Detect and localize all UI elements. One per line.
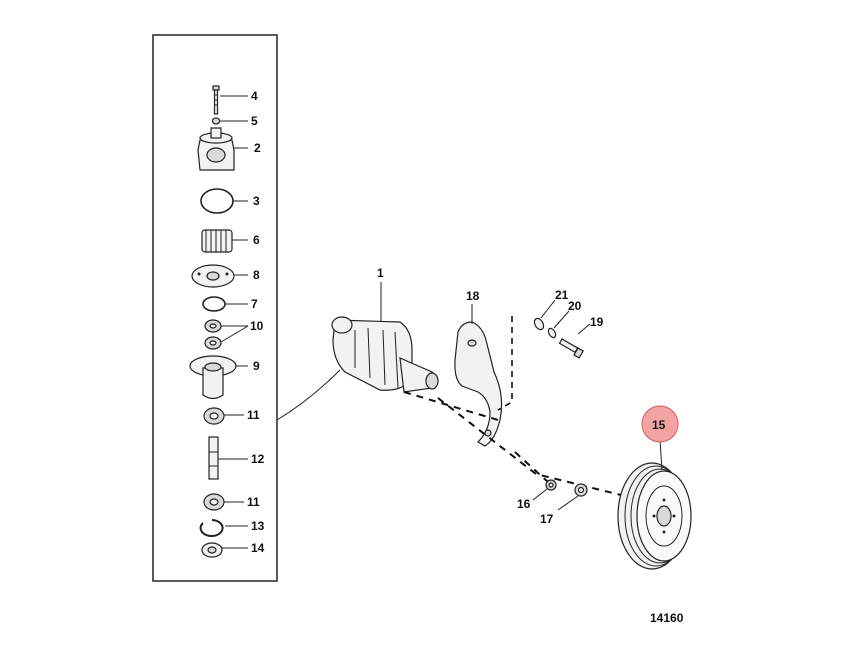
part-3-o-ring [200, 188, 234, 214]
callout-21: 21 [555, 288, 569, 302]
part-8-wear-plate [191, 264, 235, 288]
callout-9: 9 [253, 359, 260, 373]
part-11-bearing-top [203, 407, 225, 425]
part-9-housing [189, 355, 237, 400]
figure-id: 14160 [650, 611, 684, 625]
part-5-washer [211, 117, 221, 125]
inset-frame [152, 34, 278, 582]
alignment-line-lower [437, 397, 626, 497]
part-7-o-ring [202, 296, 226, 312]
callout-17: 17 [540, 512, 554, 526]
callout-15: 15 [652, 418, 666, 432]
callout-18: 18 [466, 289, 480, 303]
part-11-bearing-bottom [203, 493, 225, 511]
part-1-water-pump [331, 316, 439, 393]
callout-11-bottom: 11 [247, 495, 260, 509]
callout-3: 3 [253, 194, 260, 208]
part-20-lockwasher [547, 327, 557, 339]
callout-12: 12 [251, 452, 265, 466]
part-15-pulley [617, 462, 692, 570]
part-13-snap-ring [199, 519, 224, 537]
part-4-screw [212, 85, 220, 115]
callout-13: 13 [251, 519, 265, 533]
callout-5: 5 [251, 114, 258, 128]
part-18-bracket [454, 321, 503, 447]
callout-1: 1 [377, 266, 384, 280]
part-21-washer [533, 317, 545, 331]
part-2-pump-body [197, 127, 235, 171]
callout-10: 10 [250, 319, 264, 333]
part-14-washer [201, 542, 223, 558]
callout-16: 16 [517, 497, 531, 511]
inset-leader-line [276, 369, 341, 421]
callout-11-top: 11 [247, 408, 260, 422]
part-17-nut [574, 483, 588, 497]
part-10-seals [204, 319, 222, 350]
callout-19: 19 [590, 315, 604, 329]
callout-8: 8 [253, 268, 260, 282]
alignment-line-upper [403, 391, 499, 421]
part-12-shaft [208, 436, 219, 480]
callout-14: 14 [251, 541, 265, 555]
part-19-bolt [558, 338, 585, 359]
callout-15-highlight [641, 405, 679, 443]
callout-6: 6 [253, 233, 260, 247]
part-6-impeller [201, 229, 233, 253]
alignment-line-mid [514, 451, 549, 483]
callout-2: 2 [254, 141, 261, 155]
callout-4: 4 [251, 89, 258, 103]
callout-20: 20 [568, 299, 582, 313]
callout-7: 7 [251, 297, 258, 311]
part-16-nut [545, 479, 557, 491]
